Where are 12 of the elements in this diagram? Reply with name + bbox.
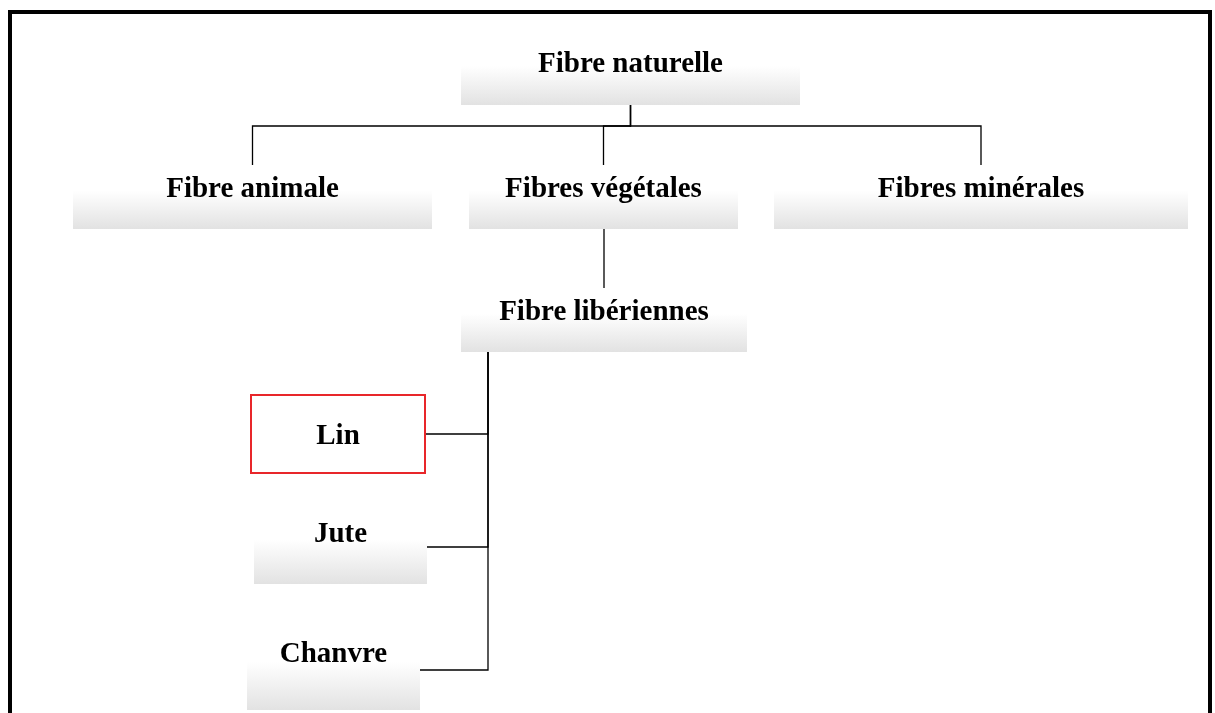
node-label: Fibre naturelle xyxy=(538,46,723,79)
node-label: Lin xyxy=(316,417,360,451)
highlighted-box xyxy=(250,394,426,474)
connector-line xyxy=(419,351,489,671)
node-label: Jute xyxy=(313,516,368,549)
node-label: Fibre libériennes xyxy=(499,294,709,327)
node-label: Fibres minérales xyxy=(877,171,1085,204)
node-label: Fibres végétales xyxy=(505,171,702,204)
connector-line xyxy=(629,104,982,166)
node-label: Fibre animale xyxy=(166,171,339,204)
connector-line xyxy=(603,228,605,289)
node-label: Chanvre xyxy=(279,636,388,669)
